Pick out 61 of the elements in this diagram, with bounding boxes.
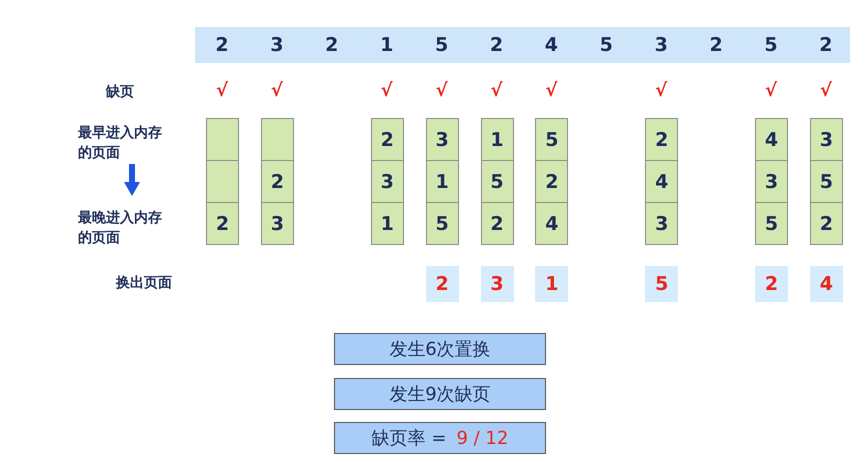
frame-cell: 2 <box>370 118 404 161</box>
checkmark: √ <box>818 80 833 101</box>
replaced-page: 4 <box>810 266 843 302</box>
replaced-page: 3 <box>480 266 514 302</box>
summary-box: 发生9次缺页 <box>334 378 546 410</box>
checkmark: √ <box>434 80 449 101</box>
page-number: 2 <box>324 33 340 58</box>
frame-cell: 5 <box>755 202 788 245</box>
frame-cell: 1 <box>426 160 459 203</box>
frame-cell: 3 <box>370 160 404 203</box>
frame-cell: 3 <box>645 202 678 245</box>
rate-value: 9 / 12 <box>456 428 508 448</box>
replaced-page: 1 <box>535 266 568 302</box>
row-label: 最晚进入内存的页面 <box>78 209 163 248</box>
checkmark: √ <box>489 80 504 101</box>
page-number: 2 <box>818 33 834 58</box>
frame-cell: 2 <box>535 160 568 203</box>
rate-label: 缺页率 = <box>372 427 446 450</box>
page-number: 5 <box>598 33 614 58</box>
page-number: 5 <box>763 33 779 58</box>
page-number: 3 <box>654 33 669 58</box>
frame-cell: 1 <box>480 118 514 161</box>
summary-box <box>334 422 546 454</box>
checkmark: √ <box>654 80 668 101</box>
page-number: 2 <box>708 33 724 58</box>
page-number: 2 <box>214 33 230 58</box>
page-number: 3 <box>269 33 284 58</box>
reference-string-band <box>195 27 850 63</box>
summary-box: 发生6次置换 <box>334 333 546 365</box>
frame-cell: 2 <box>260 160 294 203</box>
frame-cell: 5 <box>426 202 459 245</box>
row-label: 缺页 <box>106 83 134 102</box>
frame-cell: 1 <box>370 202 404 245</box>
frame-cell: 4 <box>535 202 568 245</box>
replaced-page: 5 <box>645 266 678 302</box>
checkmark: √ <box>270 80 284 101</box>
page-number: 4 <box>544 33 559 58</box>
page-number: 5 <box>434 33 450 58</box>
frame-cell: 5 <box>535 118 568 161</box>
frame-cell: 4 <box>645 160 678 203</box>
frame-cell: 2 <box>206 202 239 245</box>
page-number: 2 <box>488 33 504 58</box>
frame-cell: 2 <box>810 202 843 245</box>
frame-cell: 3 <box>426 118 459 161</box>
row-label: 最早进入内存的页面 <box>78 124 163 163</box>
frame-cell: 3 <box>755 160 788 203</box>
frame-cell: 5 <box>810 160 843 203</box>
checkmark: √ <box>214 80 229 101</box>
checkmark: √ <box>380 80 394 101</box>
replaced-page: 2 <box>426 266 459 302</box>
frame-cell: 4 <box>755 118 788 161</box>
replaced-page: 2 <box>755 266 788 302</box>
frame-cell: 2 <box>645 118 678 161</box>
frame-cell: 5 <box>480 160 514 203</box>
page-number: 1 <box>379 33 394 58</box>
frame-cell: 3 <box>810 118 843 161</box>
frame-cell: 2 <box>480 202 514 245</box>
checkmark: √ <box>544 80 558 101</box>
row-label: 换出页面 <box>116 274 172 293</box>
checkmark: √ <box>764 80 778 101</box>
frame-cell: 3 <box>260 202 294 245</box>
